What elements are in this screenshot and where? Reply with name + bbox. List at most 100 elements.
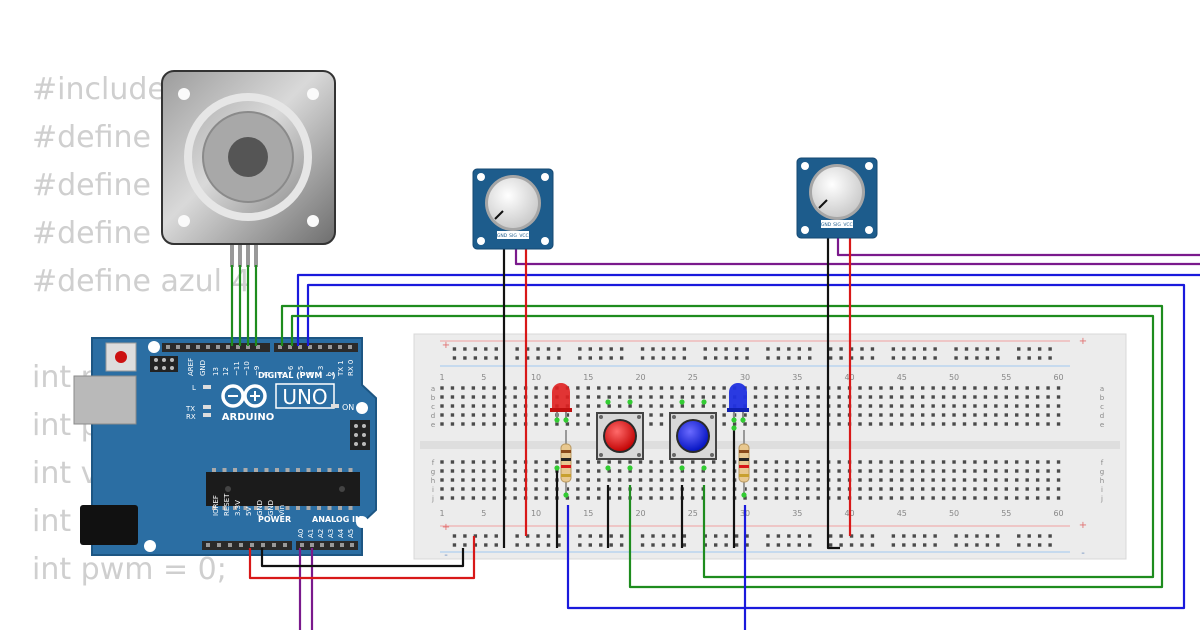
column-number: 1	[439, 373, 444, 382]
power-header-label: POWER	[258, 515, 291, 524]
column-number: 45	[897, 373, 907, 382]
row-letter: d	[431, 412, 435, 420]
pin-label: AREF	[187, 358, 195, 376]
brand-label: ARDUINO	[222, 412, 274, 423]
rail-plus-label: +	[1079, 520, 1087, 531]
pin-label: A5	[347, 529, 355, 538]
resistor-icon	[560, 430, 572, 495]
pin-label: 13	[212, 367, 220, 376]
pin-label: A2	[317, 529, 325, 538]
column-number: 45	[897, 509, 907, 518]
pot-pin-label: VCC	[519, 233, 528, 239]
row-letter: a	[1100, 385, 1104, 393]
row-letter: h	[431, 477, 435, 485]
pin-label: A0	[297, 529, 305, 538]
row-letter: i	[432, 486, 434, 494]
pot-pin-label: GND	[821, 222, 832, 228]
column-number: 5	[481, 373, 486, 382]
pin-label: ~11	[233, 361, 241, 376]
rail-plus-label: +	[442, 340, 450, 351]
pot-pin-label: GND	[497, 233, 508, 239]
power-jack	[80, 505, 138, 545]
pin-label: RESET	[223, 493, 231, 516]
pin-label: 2	[327, 372, 335, 376]
row-letter: e	[431, 421, 435, 429]
resistor-icon	[738, 430, 750, 495]
row-letter: h	[1100, 477, 1104, 485]
row-letter: g	[1100, 468, 1104, 476]
stepper-motor-icon	[161, 70, 336, 267]
column-number: 15	[583, 509, 593, 518]
pin-label: TX 1	[337, 360, 345, 377]
row-letter: g	[431, 468, 435, 476]
row-letter: d	[1100, 412, 1104, 420]
usb-port	[73, 375, 137, 425]
row-letter: c	[1100, 403, 1104, 411]
pin-label: 7	[277, 372, 285, 376]
row-letter: j	[1100, 495, 1103, 503]
column-number: 20	[635, 509, 645, 518]
pin-label: RX 0	[347, 360, 355, 376]
uno-badge	[275, 383, 335, 409]
row-letter: f	[432, 459, 435, 467]
code-line: #define azul 4	[32, 264, 251, 299]
row-letter: f	[1101, 459, 1104, 467]
row-letter: b	[1100, 394, 1105, 402]
tx-led-label: TX	[185, 405, 195, 413]
pin-label: ~9	[253, 366, 261, 376]
row-letter: c	[431, 403, 435, 411]
column-number: 35	[792, 373, 802, 382]
column-number: 60	[1053, 373, 1063, 382]
column-number: 15	[583, 373, 593, 382]
pot-pin-label: SIG	[509, 233, 517, 239]
breadboard: 1155101015152020252530303535404045455050…	[413, 333, 1127, 561]
column-number: 55	[1001, 509, 1011, 518]
pin-label: ~10	[243, 361, 251, 376]
pin-label: 4	[307, 371, 315, 376]
analog-header-label: ANALOG IN	[312, 515, 362, 524]
column-number: 25	[688, 373, 698, 382]
on-led-label: ON	[342, 403, 354, 412]
pin-label: A1	[307, 529, 315, 538]
pin-label: GND	[256, 500, 264, 516]
pin-label: 3.3V	[234, 500, 242, 516]
column-number: 50	[949, 373, 959, 382]
rail-plus-label: +	[442, 522, 450, 533]
rx-led-label: RX	[186, 413, 196, 421]
push-button-icon[interactable]	[596, 412, 644, 460]
pin-label: Vin	[278, 505, 286, 516]
pin-label: ~3	[317, 366, 325, 376]
l-led-label: L	[192, 384, 196, 392]
pot-pin-label: SIG	[833, 222, 841, 228]
pot-pin-label: VCC	[843, 222, 852, 228]
column-number: 55	[1001, 373, 1011, 382]
row-letter: e	[1100, 421, 1104, 429]
pin-label: 8	[263, 372, 271, 376]
pin-label: ~5	[297, 366, 305, 376]
row-letter: j	[431, 495, 434, 503]
pin-label: IOREF	[212, 495, 220, 516]
code-line: int pwm = 0;	[32, 552, 227, 587]
column-number: 60	[1053, 509, 1063, 518]
code-text: #include <#define L#define L#define v#de…	[32, 66, 251, 594]
column-number: 5	[481, 509, 486, 518]
pin-label: 5V	[245, 507, 253, 516]
rail-minus-label: -	[1081, 548, 1085, 559]
digital-header-label: DIGITAL (PWM ~)	[258, 371, 336, 380]
wires	[230, 232, 1200, 630]
model-label: UNO	[282, 385, 327, 409]
pin-label: A4	[337, 528, 345, 538]
column-number: 50	[949, 509, 959, 518]
pin-label: GND	[199, 360, 207, 376]
push-button-icon[interactable]	[669, 412, 717, 460]
pin-label: A3	[327, 529, 335, 538]
row-letter: a	[431, 385, 435, 393]
pin-label: ~6	[287, 365, 295, 376]
column-number: 30	[740, 373, 750, 382]
pin-label: GND	[267, 500, 275, 516]
arduino-uno-board: UNO ARDUINO DIGITAL (PWM ~) POWER ANALOG…	[73, 337, 377, 556]
code-line: int	[32, 504, 72, 539]
column-number: 10	[531, 509, 541, 518]
